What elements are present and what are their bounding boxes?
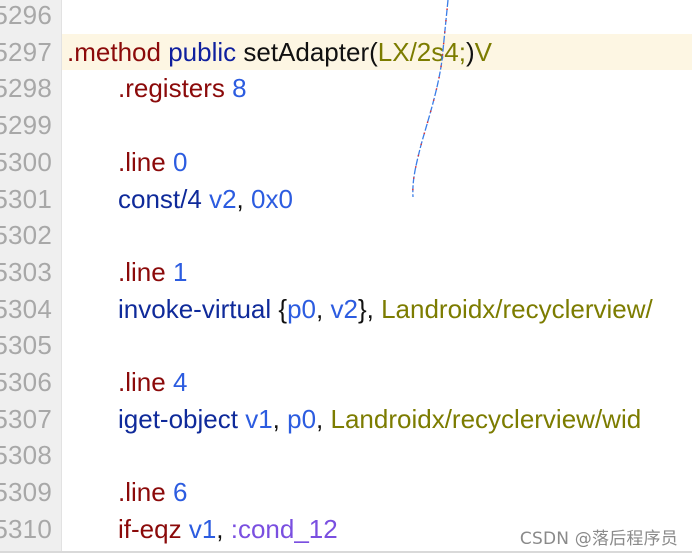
bottom-strip: [0, 553, 692, 556]
token-number: 6: [172, 477, 188, 508]
token-directive: .line: [118, 477, 166, 508]
token-plain: },: [357, 293, 382, 324]
csdn-watermark: CSDN @落后程序员: [519, 529, 678, 549]
code-line[interactable]: 5304 invoke-virtual {p0, v2}, Landroidx/r…: [0, 291, 692, 328]
token-number: 0: [172, 146, 188, 177]
line-number: 5306: [0, 367, 52, 397]
token-number: 1: [172, 256, 188, 287]
line-number-gutter: [0, 0, 62, 551]
token-register: v2: [330, 293, 358, 324]
token-plain: ,: [216, 513, 231, 544]
token-register: v1: [188, 513, 217, 544]
token-directive: .line: [118, 146, 166, 177]
code-line[interactable]: 5305: [0, 327, 692, 364]
code-line[interactable]: 5307 iget-object v1, p0, Landroidx/recycl…: [0, 401, 692, 438]
token-plain: ,: [272, 403, 288, 434]
line-number: 5307: [0, 403, 52, 434]
token-plain: ,: [316, 293, 331, 324]
code-text[interactable]: iget-object v1, p0, Landroidx/recyclervi…: [62, 401, 692, 438]
code-line[interactable]: 5299: [0, 107, 692, 144]
token-plain: [202, 184, 209, 214]
line-number: 5303: [0, 256, 52, 287]
token-opcode: iget-object: [118, 403, 238, 434]
token-type: LX/2s4;: [377, 36, 466, 67]
code-line[interactable]: 5301 const/4 v2, 0x0: [0, 181, 692, 218]
line-number: 5297: [0, 36, 52, 67]
token-type: Landroidx/recyclerview/wid: [330, 403, 642, 434]
token-directive: .registers: [118, 73, 225, 104]
code-line[interactable]: 5303 .line 1: [0, 254, 692, 291]
line-number: 5302: [0, 220, 52, 251]
token-plain: [182, 514, 189, 544]
token-directive: .line: [118, 367, 166, 397]
line-number: 5310: [0, 513, 52, 544]
token-number: 4: [172, 367, 188, 397]
token-plain: ,: [316, 403, 331, 434]
code-line[interactable]: 5308: [0, 437, 692, 474]
code-line[interactable]: 5298 .registers 8: [0, 70, 692, 107]
token-cond: if-eqz: [118, 513, 182, 544]
code-text[interactable]: [62, 107, 692, 144]
code-text[interactable]: .method public setAdapter(LX/2s4;)V: [62, 33, 692, 71]
token-plain: setAdapter(: [243, 36, 378, 67]
token-register: p0: [287, 293, 317, 324]
code-line[interactable]: 5296: [0, 0, 692, 34]
token-plain: [166, 257, 173, 287]
line-number: 5299: [0, 110, 52, 141]
token-plain: [166, 147, 173, 177]
token-plain: ): [465, 36, 475, 67]
code-text[interactable]: .registers 8: [62, 70, 692, 107]
line-number: 5296: [0, 0, 52, 30]
line-number: 5309: [0, 477, 52, 508]
code-text[interactable]: [62, 217, 692, 254]
code-text[interactable]: .line 0: [62, 144, 692, 181]
token-number: 8: [232, 73, 247, 104]
code-line[interactable]: 5309 .line 6: [0, 474, 692, 511]
code-text[interactable]: .line 4: [62, 364, 692, 401]
code-line[interactable]: 5300 .line 0: [0, 144, 692, 181]
code-text[interactable]: invoke-virtual {p0, v2}, Landroidx/recyc…: [62, 291, 692, 328]
code-line[interactable]: 5306 .line 4: [0, 364, 692, 401]
token-register: v1: [245, 403, 273, 434]
token-plain: [166, 477, 173, 507]
code-line-current[interactable]: 5297 .method public setAdapter(LX/2s4;)V: [0, 33, 692, 71]
token-plain: {: [271, 293, 288, 324]
token-opcode: const/4: [118, 183, 202, 214]
token-label: :cond_12: [230, 513, 338, 544]
code-text[interactable]: const/4 v2, 0x0: [62, 181, 692, 218]
code-text[interactable]: if-eqz v1, :cond_12: [62, 511, 692, 548]
line-number: 5308: [0, 440, 52, 471]
code-line[interactable]: 5310 if-eqz v1, :cond_12: [0, 511, 692, 548]
token-opcode: invoke-virtual: [118, 293, 272, 324]
code-line[interactable]: 5302: [0, 217, 692, 254]
code-text[interactable]: [62, 437, 692, 474]
token-register: v2: [209, 183, 237, 214]
token-register: p0: [287, 403, 317, 434]
token-number: 0x0: [250, 183, 293, 214]
token-type: V: [474, 36, 492, 67]
token-keyword: public: [168, 36, 237, 67]
token-type: Landroidx/recyclerview/: [381, 293, 653, 324]
token-plain: ,: [236, 183, 251, 214]
editor-bottom-border: [0, 551, 692, 553]
token-directive: .line: [118, 256, 166, 287]
token-plain: [166, 367, 173, 397]
line-number: 5301: [0, 183, 52, 214]
code-text[interactable]: .line 1: [62, 254, 692, 291]
code-text[interactable]: [62, 327, 692, 364]
line-number: 5300: [0, 146, 52, 177]
line-number: 5304: [0, 293, 52, 324]
token-directive: .method: [67, 36, 161, 67]
code-text[interactable]: [62, 0, 692, 34]
code-text[interactable]: .line 6: [62, 474, 692, 511]
line-number: 5298: [0, 73, 52, 104]
line-number: 5305: [0, 330, 52, 361]
